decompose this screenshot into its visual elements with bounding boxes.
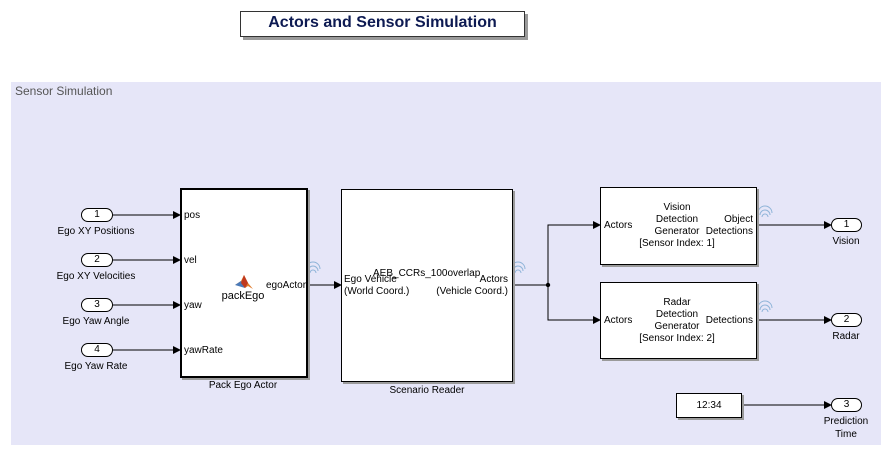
scenario-reader-output-line2: (Vehicle Coord.) <box>436 286 508 297</box>
inport-1[interactable]: 1 <box>81 208 113 222</box>
sensor-simulation-label: Sensor Simulation <box>15 84 113 98</box>
radar-detection-generator-block[interactable] <box>600 282 757 359</box>
inport-4[interactable]: 4 <box>81 343 113 357</box>
vision-line2: Detection <box>655 214 699 225</box>
radar-output-detections: Detections <box>705 315 753 326</box>
scenario-reader-block[interactable] <box>341 189 513 382</box>
scenario-reader-input-line1: Ego Vehicle <box>344 274 397 285</box>
scenario-reader-input-line2: (World Coord.) <box>344 286 410 297</box>
vision-output-line1: Object <box>724 214 753 225</box>
inport-4-label: Ego Yaw Rate <box>64 361 128 372</box>
inport-3-label: Ego Yaw Angle <box>62 316 130 327</box>
vision-input-actors: Actors <box>604 220 633 231</box>
radar-line1: Radar <box>663 297 691 308</box>
pack-ego-port-yaw: yaw <box>184 300 202 311</box>
outport-2-label: Radar <box>832 331 860 342</box>
outport-1-label: Vision <box>832 236 860 247</box>
diagram-title: Actors and Sensor Simulation <box>240 11 525 37</box>
wire-actors-radar <box>547 285 601 324</box>
vision-detection-generator-block[interactable] <box>600 187 757 265</box>
branch-point <box>545 282 551 288</box>
outport-3[interactable]: 3 <box>831 398 862 412</box>
outport-1[interactable]: 1 <box>831 218 862 232</box>
scenario-reader-output-line1: Actors <box>479 274 508 285</box>
radar-line2: Detection <box>655 309 699 320</box>
vision-line3: Generator <box>654 226 700 237</box>
signal-icon-actors <box>510 261 526 274</box>
pack-ego-port-pos: pos <box>184 210 201 221</box>
outport-3-label-line1: Prediction <box>823 416 869 427</box>
vision-line1: Vision <box>663 202 691 213</box>
wire-actors-vision <box>547 221 601 285</box>
pack-ego-port-vel: vel <box>184 255 197 266</box>
outport-2[interactable]: 2 <box>831 313 862 327</box>
signal-icon-radar <box>757 300 773 313</box>
inport-3[interactable]: 3 <box>81 298 113 312</box>
inport-1-label: Ego XY Positions <box>57 226 135 237</box>
scenario-reader-label: Scenario Reader <box>389 385 465 396</box>
signal-icon-egoactor <box>305 261 321 274</box>
inport-2[interactable]: 2 <box>81 253 113 267</box>
radar-line3: Generator <box>654 321 700 332</box>
matlab-icon <box>235 275 253 289</box>
radar-line4: [Sensor Index: 2] <box>639 333 715 344</box>
vision-line4: [Sensor Index: 1] <box>639 238 715 249</box>
vision-output-line2: Detections <box>705 226 753 237</box>
outport-3-label-line2: Time <box>835 429 857 440</box>
digital-clock-block[interactable]: 12:34 <box>676 393 742 418</box>
scenario-name: AEB_CCRs_100overlap <box>373 268 481 279</box>
signal-icon-vision <box>757 205 773 218</box>
pack-ego-port-yawrate: yawRate <box>184 345 223 356</box>
pack-ego-function-name: packEgo <box>221 290 265 302</box>
pack-ego-port-egoactor: egoActor <box>266 280 307 291</box>
radar-input-actors: Actors <box>604 315 633 326</box>
inport-2-label: Ego XY Velocities <box>56 271 136 282</box>
pack-ego-actor-label: Pack Ego Actor <box>208 380 278 391</box>
